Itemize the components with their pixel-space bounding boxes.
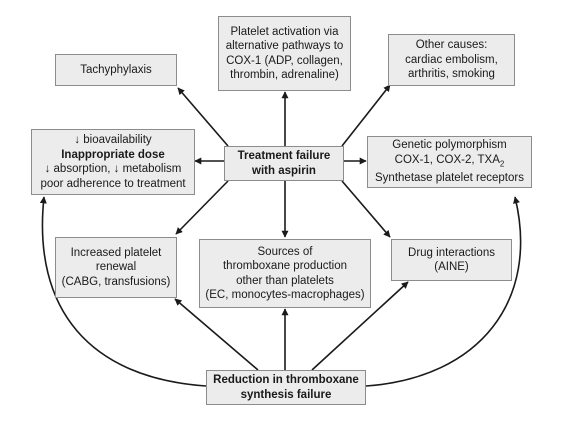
genetic-polymorphism-line2: COX-1, COX-2, TXA2 bbox=[394, 153, 505, 168]
arrow-bottom-to-left bbox=[39, 196, 207, 387]
node-other-causes: Other causes: cardiac embolism, arthriti… bbox=[388, 34, 515, 86]
node-treatment-failure: Treatment failure with aspirin bbox=[224, 146, 344, 181]
arrow-bottom-to-bottom-left bbox=[174, 298, 259, 371]
arrow-bottom-to-right bbox=[365, 196, 522, 387]
node-platelet-activation: Platelet activation via alternative path… bbox=[218, 16, 351, 91]
node-reduction-thromboxane: Reduction in thromboxane synthesis failu… bbox=[206, 370, 366, 405]
arrow-center-to-bottom-left bbox=[175, 180, 229, 235]
node-genetic-polymorphism: Genetic polymorphism COX-1, COX-2, TXA2 … bbox=[367, 136, 532, 188]
node-inappropriate-dose: ↓ bioavailability Inappropriate dose ↓ a… bbox=[31, 129, 195, 195]
node-drug-interactions: Drug interactions (AINE) bbox=[391, 239, 512, 281]
arrow-center-to-top-left bbox=[177, 87, 229, 147]
node-thromboxane-sources: Sources of thromboxane production other … bbox=[199, 239, 371, 308]
node-tachyphylaxis: Tachyphylaxis bbox=[55, 54, 177, 86]
arrow-center-to-bottom-right bbox=[341, 180, 391, 238]
arrow-bottom-to-bottom-right bbox=[311, 281, 409, 371]
node-increased-platelet-renewal: Increased platelet renewal (CABG, transf… bbox=[55, 237, 177, 298]
arrow-center-to-top-right bbox=[341, 84, 391, 147]
